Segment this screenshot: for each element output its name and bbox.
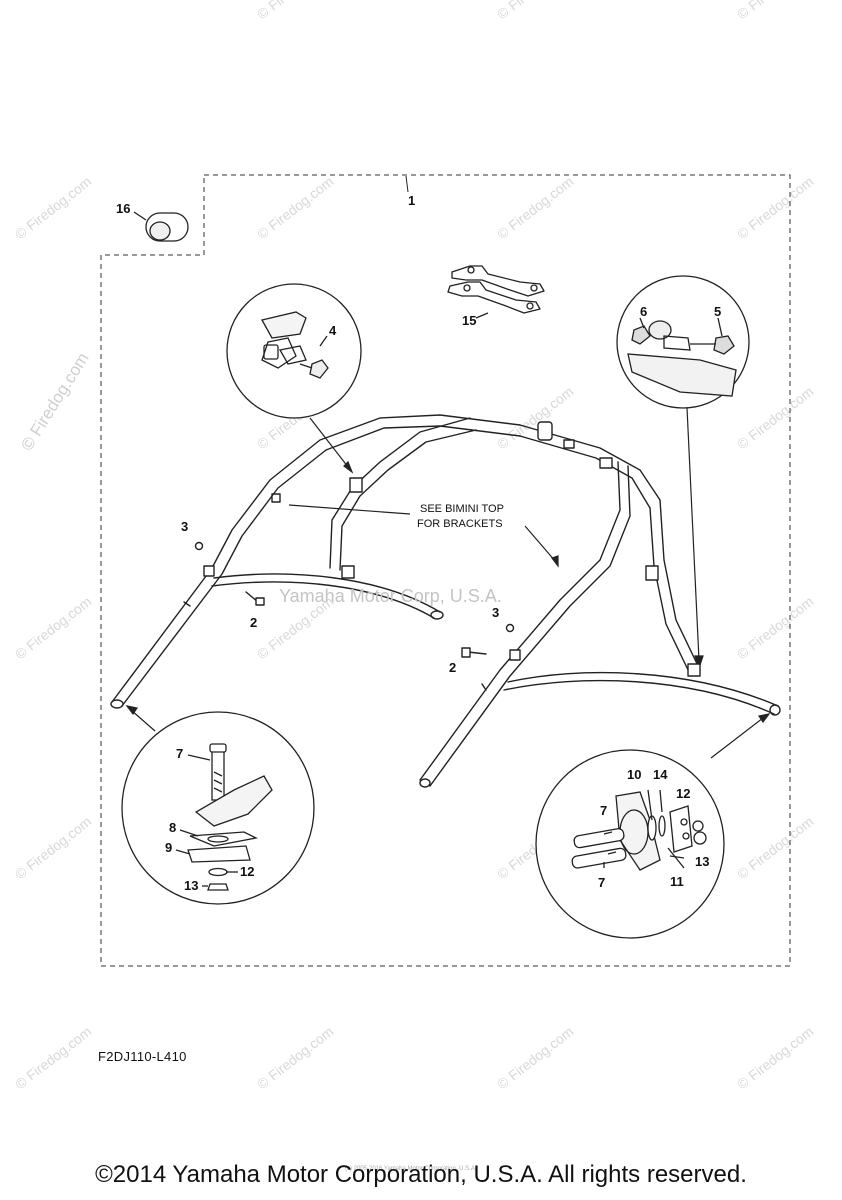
watermark: © Firedog.com (734, 0, 816, 22)
callout-3: 3 (492, 605, 499, 620)
watermark: © Firedog.com (734, 593, 816, 662)
callout-5: 5 (714, 304, 721, 319)
callout-2: 2 (449, 660, 456, 675)
watermark: © Firedog.com (12, 173, 94, 242)
callout-15: 15 (462, 313, 476, 328)
callout-11: 11 (670, 874, 684, 889)
callout-13: 13 (695, 854, 709, 869)
reference-code: F2DJ110-L410 (98, 1049, 187, 1064)
callout-6: 6 (640, 304, 647, 319)
fine-print: (c) 2005-2016 Yamaha Motor Corporation, … (345, 1166, 477, 1172)
callout-2: 2 (250, 615, 257, 630)
detail-circle-base-mount-right (535, 749, 725, 939)
callout-4: 4 (329, 323, 337, 338)
callout-12: 12 (676, 786, 690, 801)
callout-3: 3 (181, 519, 188, 534)
detail-circle-fastener (616, 275, 750, 409)
watermark: © Firedog.com (254, 173, 336, 242)
callout-1: 1 (408, 193, 415, 208)
note-see-bimini-top: SEE BIMINI TOP (420, 503, 504, 515)
callout-labels: 1 16 15 4 6 5 3 2 3 2 SEE BIMINI TOP FOR… (116, 175, 721, 893)
watermark: © Firedog.com (734, 173, 816, 242)
callout-16: 16 (116, 201, 130, 216)
watermark: © Firedog.com (734, 1023, 816, 1092)
assembly-boundary (100, 174, 791, 967)
brackets-part-15 (447, 265, 545, 319)
callout-8: 8 (169, 820, 176, 835)
watermark: © Firedog.com (254, 0, 336, 22)
callout-7: 7 (598, 875, 605, 890)
detail-circle-knob (226, 283, 362, 419)
detail-circle-base-mount-left (121, 711, 315, 905)
center-watermark: Yamaha Motor Corp, U.S.A. (279, 586, 502, 606)
cap-part-16 (133, 211, 189, 242)
callout-9: 9 (165, 840, 172, 855)
watermark: © Firedog.com (494, 0, 576, 22)
watermark: © Firedog.com (494, 173, 576, 242)
callout-10: 10 (627, 767, 641, 782)
copyright-notice: ©2014 Yamaha Motor Corporation, U.S.A. A… (95, 1161, 747, 1188)
callout-7: 7 (600, 803, 607, 818)
watermark: © Firedog.com (734, 383, 816, 452)
watermark: © Firedog.com (12, 813, 94, 882)
watermark: © Firedog.com (254, 1023, 336, 1092)
tower-frame (110, 414, 781, 788)
watermark: © Firedog.com (734, 813, 816, 882)
callout-13: 13 (184, 878, 198, 893)
watermark: © Firedog.com (12, 593, 94, 662)
callout-14: 14 (653, 767, 668, 782)
watermark-layer: © Firedog.com © Firedog.com © Firedog.co… (12, 0, 816, 1092)
callout-7: 7 (176, 746, 183, 761)
note-for-brackets: FOR BRACKETS (417, 518, 503, 530)
watermark: © Firedog.com (12, 1023, 94, 1092)
callout-12: 12 (240, 864, 254, 879)
leader-lines (125, 407, 771, 759)
watermark: © Firedog.com (494, 1023, 576, 1092)
watermark: © Firedog.com (17, 349, 92, 454)
